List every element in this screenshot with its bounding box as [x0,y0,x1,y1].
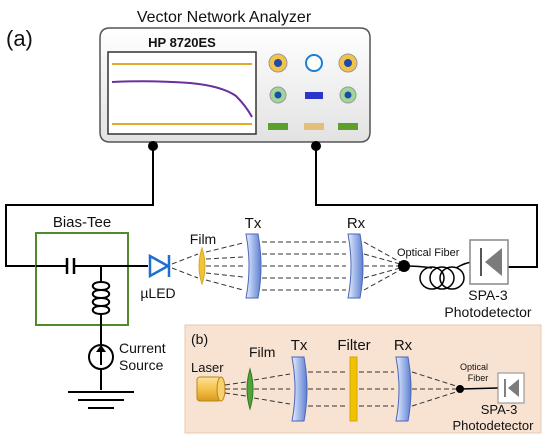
inset-rx-label: Rx [394,337,413,354]
inset-detector-label-1: SPA-3 [481,402,518,417]
inset-background [184,324,542,434]
beam-ray [205,279,244,291]
micro-led: µLED [140,253,176,301]
port1-cable [5,146,154,267]
inset-panel-b: (b) Laser Film Tx [184,324,542,434]
vna-port-knob-center [344,59,352,67]
vna-model: HP 8720ES [148,35,216,50]
vna-green-button [338,123,358,130]
vna-green-knob-center [274,91,282,99]
beam-ray [363,253,401,265]
optical-fiber-label: Optical Fiber [397,247,460,259]
filter-element [349,356,358,422]
fiber-coil [403,261,475,290]
inset-tx-label: Tx [291,337,308,354]
inset-film-label: Film [249,344,275,360]
beam-ray [363,241,401,263]
uled-label: µLED [140,285,175,301]
vna-ring-knob [305,54,323,72]
panel-a-label: (a) [6,26,33,51]
fiber-loop [439,266,465,290]
beam-ray [224,381,247,386]
vna-title: Vector Network Analyzer [137,9,312,26]
vna-port-knob-center [274,59,282,67]
film-label: Film [190,231,216,247]
current-source: Current Source [68,340,166,409]
beam-ray [363,267,401,279]
inset-tx-lens [291,356,308,422]
led-triangle [148,253,171,279]
inset-detector-label-2: Photodetector [453,418,535,433]
photodetector-triangle [485,248,502,276]
fiber-loop [419,266,445,290]
inset-beam-rx-fiber [411,371,457,407]
vna-blue-button [305,92,323,99]
detector-label-1: SPA-3 [468,287,508,303]
inset-laser-label: Laser [191,360,224,375]
rx-lens [347,233,364,299]
port2-cable [315,146,538,268]
vna-yellow-button [304,123,324,130]
bias-tee-label: Bias-Tee [53,214,111,231]
laser-icon [196,376,226,402]
inset-filter-label: Filter [337,337,370,354]
bias-tee-box [35,232,129,326]
beam-ray [171,267,199,279]
beam-ray [205,242,244,253]
beam-ray [363,269,401,291]
photodetector: SPA-3 Photodetector [444,239,532,320]
inset-optical-fiber-label-1: Optical [460,362,488,372]
vna-green-knob-center [344,91,352,99]
rx-label: Rx [347,215,366,232]
fiber-loop [429,266,455,290]
bias-tee: Bias-Tee [35,214,148,345]
current-source-label-1: Current [119,340,166,356]
beam-ray [205,256,244,260]
beam-ray [253,397,291,405]
beam-lines-led-to-tx [171,242,244,291]
screen-trace [111,80,253,118]
inset-photodetector-triangle [508,379,519,397]
detector-label-2: Photodetector [444,304,532,320]
panel-b-label: (b) [191,331,208,347]
beam-ray [253,373,291,381]
inset-fiber [459,387,499,390]
current-source-label-2: Source [119,357,164,373]
laser-aperture [216,376,226,402]
tx-label: Tx [245,215,262,232]
inset-optical-fiber-label-2: Fiber [468,373,489,383]
beam-ray [205,272,244,278]
beam-lines-tx-to-rx [262,241,346,291]
vector-network-analyzer: Vector Network Analyzer HP 8720ES [99,9,371,143]
beam-ray [224,392,247,397]
beam-ray [171,253,199,265]
vna-green-button [268,123,288,130]
beam-lines-rx-to-fiber [363,241,401,291]
inset-rx-lens [395,356,412,422]
inset-beam-tx-filter-rx [308,371,394,407]
current-source-arrowhead [96,345,106,352]
inductor-coil [91,281,111,316]
tx-lens [245,233,262,299]
film-element [198,246,206,286]
inset-film-element [246,367,254,411]
inset-beam-laser-film [224,373,291,405]
